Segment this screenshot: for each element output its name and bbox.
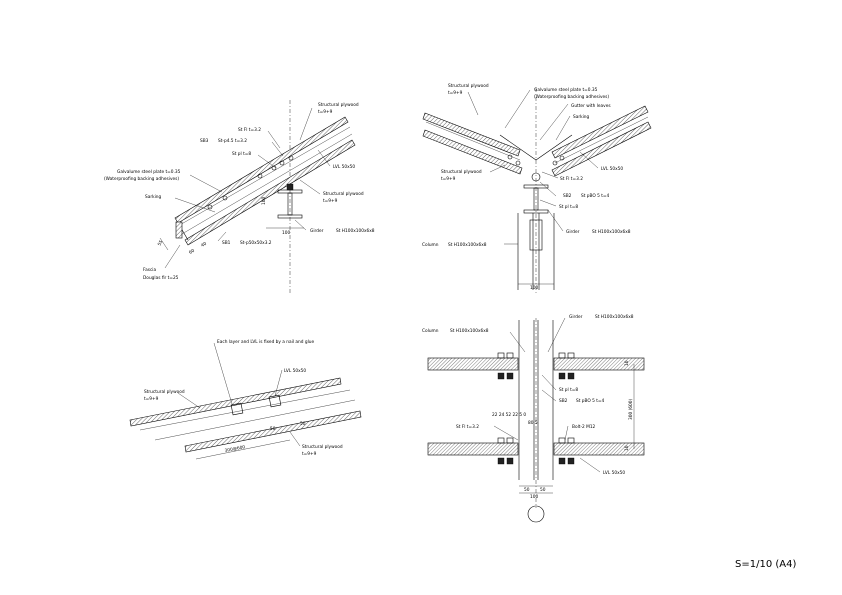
label-column-spec: St H100x100x6x8 [448, 242, 487, 248]
label-column: Column [422, 328, 439, 334]
label-girder: Girder [569, 314, 583, 320]
label-sb2-spec: St pBO 5 t=4 [581, 193, 610, 199]
label-structural-plywood-top-t: t=9+9 [448, 90, 463, 96]
label-bolt: Bolt-2 M12 [572, 424, 596, 430]
label-st-fl: St Fl t=3.2 [560, 176, 583, 182]
grid-bubble [527, 505, 545, 523]
label-waterproof: (Waterproofing backing adhesives) [104, 176, 179, 182]
dim-50b: 50 [540, 487, 546, 493]
detail-c-roof-slab-section: 300@600 50 50 Each layer and LVL is fixe… [129, 339, 362, 460]
dim-100-vertical: 100 [261, 197, 267, 205]
detail-b-column [517, 213, 555, 290]
label-girder-spec: St H100x100x6x8 [336, 228, 375, 234]
dim-50a: 50 [524, 487, 530, 493]
label-galvalume: Galvalume steel plate t=0.35 [117, 169, 181, 175]
label-st-pl: St pl t=8 [232, 151, 251, 157]
label-waterproof: (Waterproofing backing adhesives) [534, 94, 609, 100]
label-fascia-spec: Douglas fir t=25 [143, 275, 179, 281]
label-sb1-spec: St-p50x50x3.2 [240, 240, 272, 246]
dim-100: 100 [530, 494, 538, 500]
detail-d-bolts [497, 352, 575, 465]
dim-55: 55 [157, 239, 165, 247]
detail-a-ridge-section: 100 100 55 60 40 Structural plywood t=9+… [104, 100, 375, 295]
dim-60: 60 [188, 248, 196, 256]
label-st-pl: St pl t=8 [559, 204, 578, 210]
label-structural-plywood-bottom: Structural plywood [302, 444, 343, 450]
label-st-fl: St Fl t=3.2 [238, 127, 261, 133]
label-lvl: LVL 50x50 [333, 164, 355, 170]
label-structural-plywood-top: Structural plywood [448, 83, 489, 89]
label-lvl: LVL 50x50 [603, 470, 625, 476]
dim-40: 40 [200, 241, 208, 249]
detail-a-fascia [175, 221, 183, 239]
dim-805: 80 5 [528, 420, 538, 426]
label-girder-spec: St H100x100x6x8 [592, 229, 631, 235]
label-structural-plywood-top: Structural plywood [318, 102, 359, 108]
label-sb2: SB2 [563, 193, 572, 199]
label-sb3-spec: St-p4.5 t=3.2 [218, 138, 247, 144]
label-note: Each layer and LVL is fixed by a nail an… [217, 339, 315, 345]
label-fascia: Fascia [143, 267, 157, 273]
detail-a-bolts [207, 155, 294, 210]
label-girder: Girder [310, 228, 324, 234]
dim-300: 300 (600) [628, 399, 634, 420]
label-column: Column [422, 242, 439, 248]
detail-d-column-plan: 50 50 100 300 (600) 10 10 22 24 52 22 5 … [422, 314, 645, 523]
label-st-fl: St Fl t=3.2 [456, 424, 479, 430]
label-sarking: Sarking [573, 114, 590, 120]
label-structural-plywood-bottom: Structural plywood [323, 191, 364, 197]
detail-a-roof-slab [174, 116, 356, 246]
dim-row: 22 24 52 22 5 0 [492, 412, 526, 418]
label-sb2: SB2 [559, 398, 568, 404]
label-st-pl: St pl t=8 [559, 387, 578, 393]
dim-50b: 50 [300, 421, 306, 427]
label-sb2-spec: St pBO 5 t=4 [576, 398, 605, 404]
label-sarking: Sarking [145, 194, 162, 200]
label-column-spec: St H100x100x6x8 [450, 328, 489, 334]
label-structural-plywood-bottom: Structural plywood [441, 169, 482, 175]
detail-b-valley-section: 100 Structural plywood t=9+9 Galvalume s… [422, 83, 652, 295]
label-girder: Girder [566, 229, 580, 235]
label-lvl: LVL 50x50 [284, 368, 306, 374]
label-lvl: LVL 50x50 [601, 166, 623, 172]
dim-100: 100 [530, 285, 538, 291]
dim-50a: 50 [270, 426, 276, 432]
label-gutter: Gutter with leaves [571, 103, 611, 109]
dim-100: 100 [282, 230, 290, 236]
label-structural-plywood-top-t: t=9+9 [144, 396, 159, 402]
label-structural-plywood-bottom-t: t=9+9 [441, 176, 456, 182]
label-structural-plywood-bottom-t: t=9+9 [323, 198, 338, 204]
dim-10a: 10 [624, 360, 630, 366]
scale-note: S=1/10 (A4) [735, 559, 796, 570]
label-structural-plywood-bottom-t: t=9+9 [302, 451, 317, 457]
dim-span: 300@600 [224, 444, 246, 454]
label-sb3: SB3 [200, 138, 209, 144]
detail-a-girder [277, 183, 303, 219]
dim-10b: 10 [624, 445, 630, 451]
label-girder-spec: St H100x100x6x8 [595, 314, 634, 320]
label-sb1: SB1 [222, 240, 231, 246]
label-galvalume: Galvalume steel plate t=0.35 [534, 87, 598, 93]
label-structural-plywood-top-t: t=9+9 [318, 109, 333, 115]
label-structural-plywood-top: Structural plywood [144, 389, 185, 395]
